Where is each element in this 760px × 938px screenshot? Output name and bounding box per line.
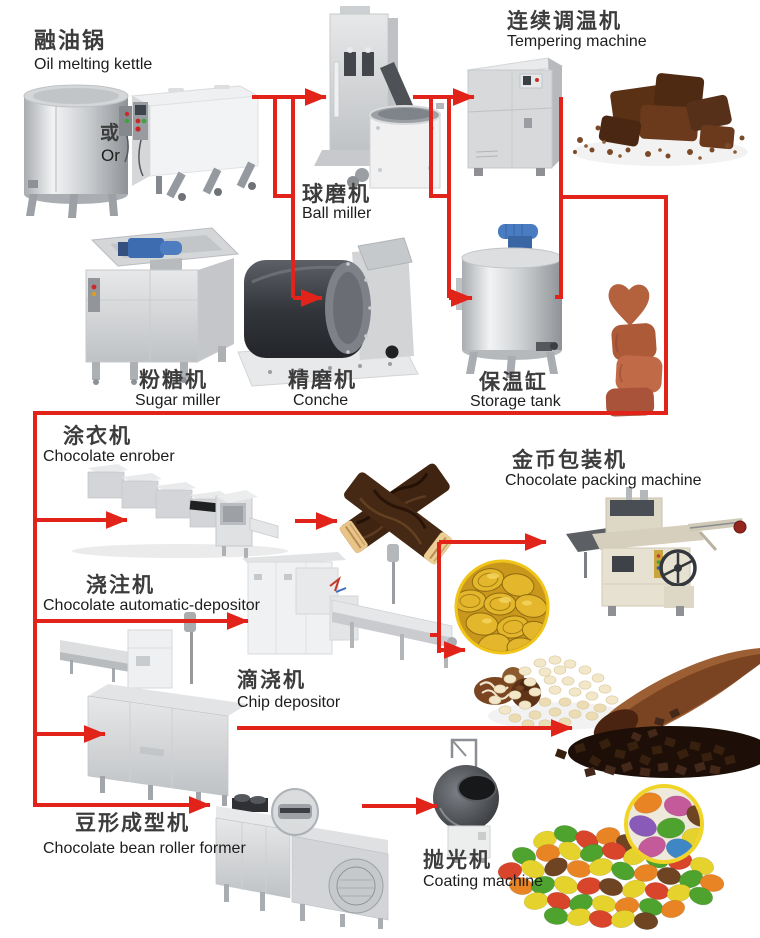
label-oil-melting-kettle-zh: 融油锅 <box>34 28 107 53</box>
label-or-en: Or <box>101 146 120 165</box>
label-chip-depositor-zh: 滴浇机 <box>237 669 306 692</box>
label-bean-roller-former-zh: 豆形成型机 <box>75 812 190 835</box>
label-coating-machine-en: Coating machine <box>423 873 544 890</box>
flow-lines <box>33 88 668 815</box>
flow-ball-miller-branch <box>429 95 447 198</box>
chocolate-chunks-image <box>572 73 748 166</box>
label-conche-zh: 精磨机 <box>288 369 357 392</box>
label-tempering-machine-zh: 连续调温机 <box>507 10 622 33</box>
sugar-miller-image <box>85 227 240 385</box>
label-depositor-zh: 浇注机 <box>86 574 155 597</box>
ball-miller-image <box>314 6 444 189</box>
label-coating-machine-zh: 抛光机 <box>423 849 492 872</box>
conche-image <box>237 237 419 387</box>
horizontal-melting-tank-image <box>130 85 260 201</box>
label-oil-melting-kettle-en: Oil melting kettle <box>34 56 153 73</box>
label-sugar-miller-en: Sugar miller <box>135 392 221 409</box>
label-packing-machine-zh: 金币包装机 <box>512 449 627 472</box>
label-storage-tank-en: Storage tank <box>470 393 561 410</box>
label-ball-miller-en: Ball miller <box>302 205 372 222</box>
chocolate-enrober-image <box>72 464 288 558</box>
label-storage-tank-zh: 保温缸 <box>479 371 548 394</box>
chocolate-scoop-and-chips-image <box>554 648 760 778</box>
label-ball-miller-zh: 球磨机 <box>302 183 371 206</box>
label-or-zh: 或 <box>100 123 122 144</box>
flow-tempering-down <box>555 97 563 299</box>
label-conche-en: Conche <box>293 392 349 409</box>
label-chocolate-enrober-en: Chocolate enrober <box>43 448 175 465</box>
chocolate-automatic-depositor-image <box>242 544 457 668</box>
tempering-machine-image <box>466 57 564 176</box>
colorful-chocolate-beans-image <box>497 784 725 930</box>
coating-machine-image <box>433 738 499 863</box>
label-packing-machine-en: Chocolate packing machine <box>505 472 702 489</box>
storage-tank-image <box>456 224 563 378</box>
gold-coins-image <box>454 559 550 655</box>
label-depositor-en: Chocolate automatic-depositor <box>43 597 261 614</box>
pralines-image <box>474 667 541 708</box>
flow-kettle-branch <box>273 95 291 198</box>
flow-main-return <box>33 195 668 814</box>
chocolate-packing-machine-image <box>566 487 747 616</box>
label-sugar-miller-zh: 粉糖机 <box>139 369 208 392</box>
flow-depositor-junction <box>430 542 441 653</box>
oil-melting-kettle-image <box>23 84 136 218</box>
chip-depositor-machine-image <box>60 612 248 806</box>
chocolate-bean-roller-former-image <box>215 788 389 929</box>
label-chocolate-enrober-zh: 涂衣机 <box>63 425 132 448</box>
label-bean-roller-former-en: Chocolate bean roller former <box>43 840 246 857</box>
label-chip-depositor-en: Chip depositor <box>237 694 341 711</box>
label-tempering-machine-en: Tempering machine <box>507 33 647 50</box>
white-chocolate-chips-image <box>488 655 628 730</box>
chocolate-hearts-image <box>605 284 663 417</box>
